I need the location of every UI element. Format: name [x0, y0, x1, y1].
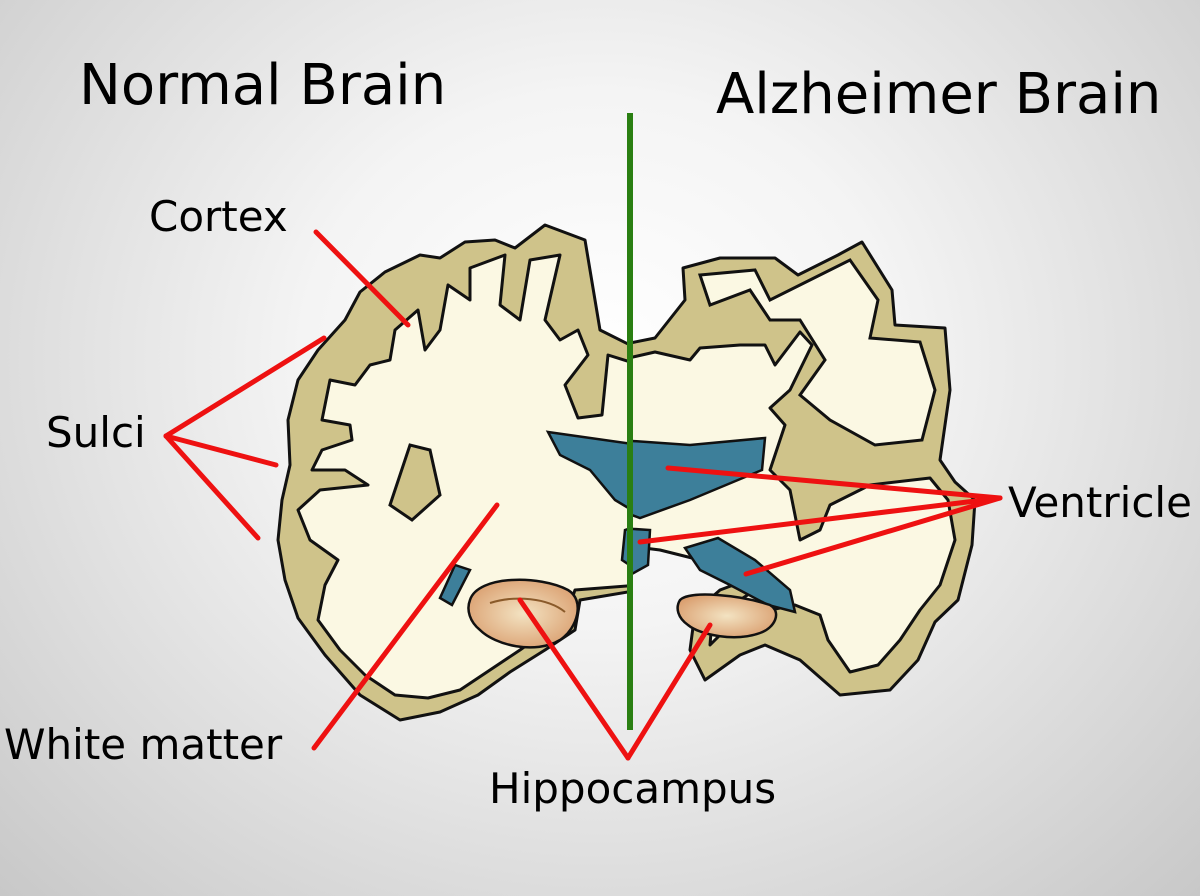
ventricle-pointer-middle [637, 495, 1003, 545]
normal-hippocampus [467, 578, 579, 649]
hippocampus-label: Hippocampus [489, 764, 777, 813]
hippocampus-pointer-right [625, 622, 713, 761]
alzheimer-brain-title: Alzheimer Brain [716, 62, 1162, 127]
ventricle-pointer-upper [665, 465, 1003, 501]
sulci-pointer-middle [163, 433, 279, 468]
cortex-label: Cortex [149, 192, 288, 241]
cortex-pointer [313, 229, 411, 328]
normal-brain-section [276, 223, 630, 722]
normal-ventricle-small [438, 563, 472, 607]
alzheimer-hippocampus [676, 593, 778, 639]
alzheimer-ventricle-lower [683, 536, 797, 614]
alzheimer-upper-white-matter [697, 258, 937, 447]
sulci-pointer-bottom [163, 433, 261, 541]
normal-sulcus-gap [388, 443, 442, 522]
sulci-label: Sulci [46, 408, 146, 457]
pointer-lines [163, 229, 1003, 761]
alzheimer-ventricle-upper [630, 436, 767, 520]
white-matter-label: White matter [4, 720, 283, 769]
alzheimer-brain-section [630, 240, 977, 697]
white-matter-pointer [311, 502, 500, 751]
ventricle-pointer-lower [743, 495, 1003, 577]
normal-ventricle-upper [545, 430, 630, 511]
hippocampus-pointer-left [517, 597, 631, 761]
sulci-pointer-top [163, 335, 327, 439]
ventricle-label: Ventricle [1008, 478, 1192, 527]
normal-brain-title: Normal Brain [79, 53, 447, 118]
